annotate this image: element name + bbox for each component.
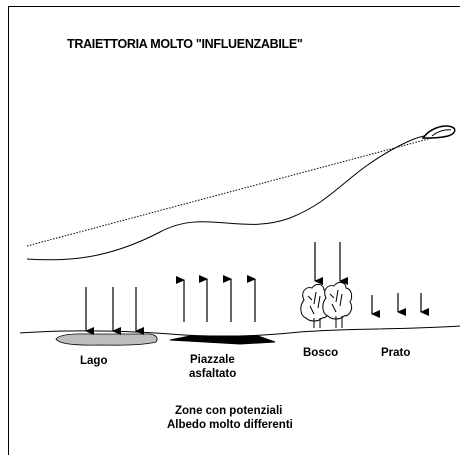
zone-label-lake: Lago bbox=[80, 355, 107, 367]
glider-icon bbox=[421, 125, 456, 139]
forest-arrows bbox=[314, 242, 348, 285]
zone-label-asphalt-1: Piazzale bbox=[190, 354, 235, 366]
asphalt-shape bbox=[169, 335, 276, 345]
actual-trajectory-curve bbox=[26, 134, 431, 261]
caption-line-1: Zone con potenziali bbox=[175, 405, 282, 417]
straight-path-line bbox=[26, 137, 433, 247]
diagram-title: TRAIETTORIA MOLTO "INFLUENZABILE" bbox=[67, 37, 303, 51]
meadow-arrows bbox=[371, 293, 429, 318]
tree-icon bbox=[300, 281, 353, 328]
zone-label-meadow: Prato bbox=[381, 347, 410, 359]
asphalt-arrows bbox=[176, 275, 256, 322]
lake-arrows bbox=[85, 287, 144, 335]
zone-label-forest: Bosco bbox=[303, 347, 338, 359]
lake-shape bbox=[55, 333, 158, 346]
caption-line-2: Albedo molto differenti bbox=[167, 419, 293, 431]
zone-label-asphalt-2: asfaltato bbox=[189, 368, 236, 380]
